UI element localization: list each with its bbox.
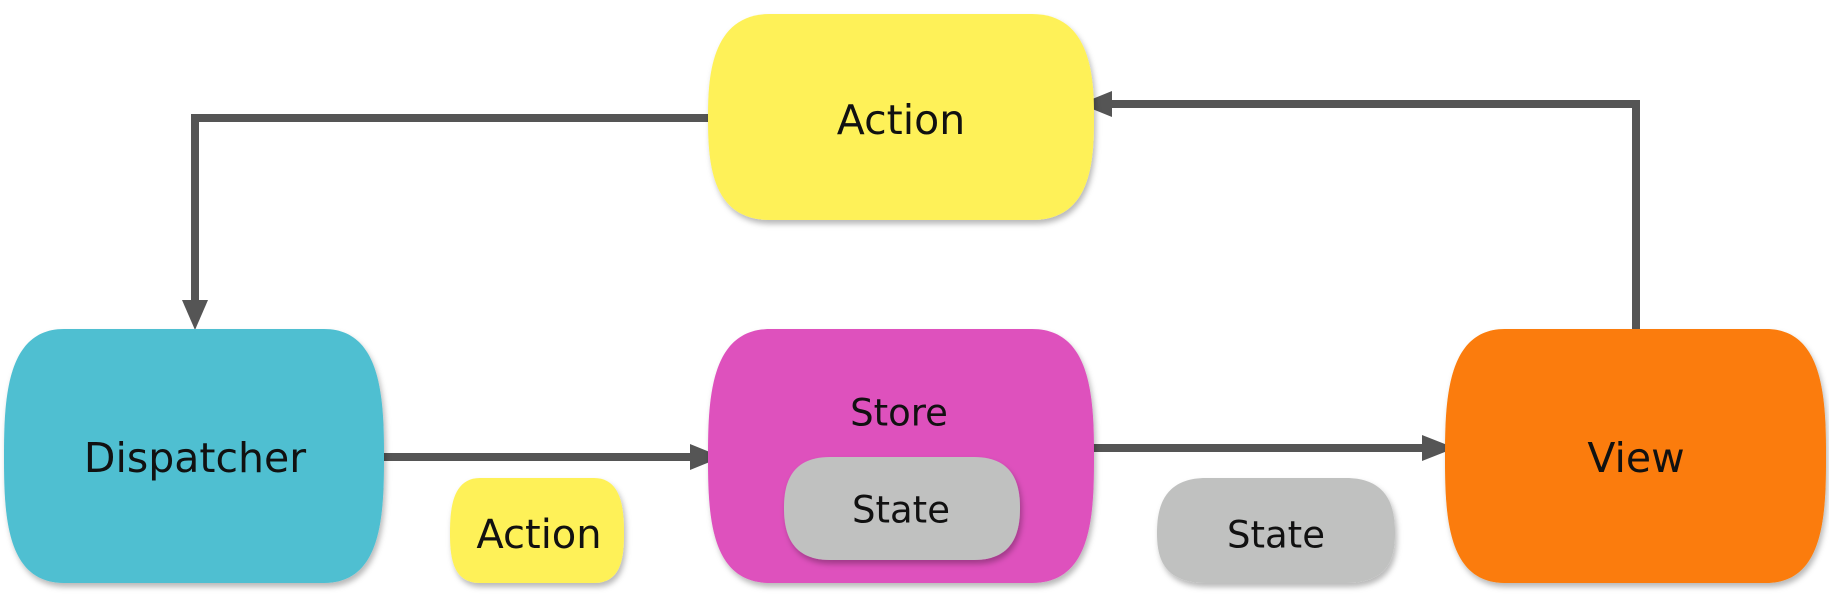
node-store: Store State [708, 329, 1094, 583]
action-top-label: Action [837, 96, 965, 144]
dispatcher-shape [4, 329, 384, 583]
node-state-payload: State [1157, 478, 1395, 583]
arrowhead-into-view [1422, 435, 1455, 461]
state-payload-shape [1157, 478, 1395, 583]
node-store-state: State [784, 457, 1020, 560]
view-label: View [1587, 434, 1684, 482]
edge-action-to-dispatcher [191, 114, 726, 306]
node-action-payload: Action [450, 478, 624, 583]
store-label: Store [850, 392, 948, 435]
state-payload-label: State [1227, 514, 1325, 557]
arrowhead-into-dispatcher [182, 300, 208, 330]
node-action-top: Action [708, 14, 1094, 220]
arrowhead-into-action [1080, 91, 1112, 117]
arrowhead-into-store [690, 444, 722, 470]
store-state-label: State [852, 489, 950, 532]
view-shape [1445, 329, 1826, 583]
node-view: View [1445, 329, 1826, 583]
store-state-shape [784, 457, 1020, 560]
node-dispatcher: Dispatcher [4, 329, 384, 583]
edge-view-to-action [1106, 100, 1640, 334]
action-payload-label: Action [476, 512, 601, 558]
dispatcher-label: Dispatcher [84, 434, 306, 482]
connectors [182, 91, 1640, 470]
action-payload-shape [450, 478, 624, 583]
action-top-shape [708, 14, 1094, 220]
